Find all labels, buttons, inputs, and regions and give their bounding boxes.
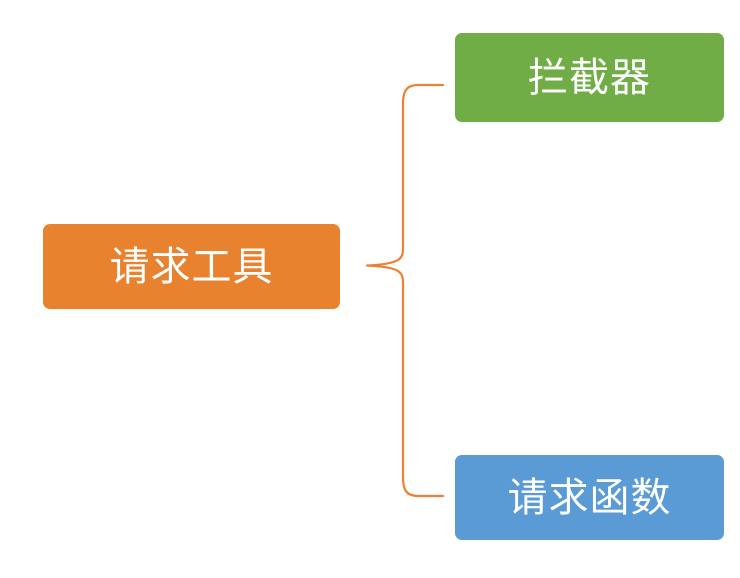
node-request-function-label: 请求函数 bbox=[507, 475, 672, 520]
node-request-tool[interactable]: 请求工具 bbox=[43, 224, 340, 309]
curly-brace-connector bbox=[365, 83, 445, 498]
node-interceptor-label: 拦截器 bbox=[528, 55, 651, 100]
node-request-tool-label: 请求工具 bbox=[109, 244, 274, 289]
node-request-function[interactable]: 请求函数 bbox=[455, 455, 724, 540]
node-interceptor[interactable]: 拦截器 bbox=[455, 33, 724, 122]
